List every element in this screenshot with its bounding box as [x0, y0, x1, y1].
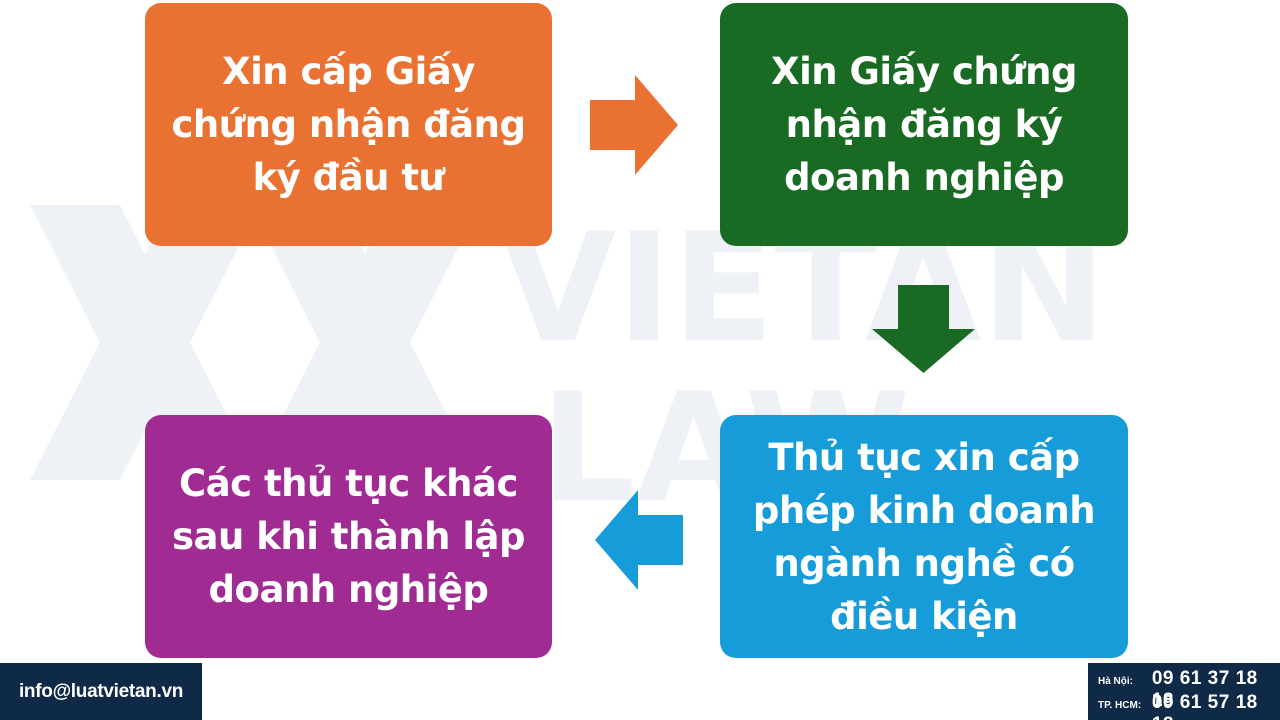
arrow-down-icon	[872, 285, 975, 373]
hotline-label: Hà Nội:	[1098, 676, 1133, 687]
step-3-line: điều kiện	[830, 594, 1018, 638]
step-box-post-establishment-procedures: Các thủ tục khác sau khi thành lập doanh…	[145, 415, 552, 658]
step-box-investment-certificate: Xin cấp Giấy chứng nhận đăng ký đầu tư	[145, 3, 552, 246]
step-3-line: phép kinh doanh	[752, 488, 1096, 532]
step-4-line: doanh nghiệp	[208, 568, 489, 611]
step-1-line: Xin cấp Giấy	[222, 50, 475, 93]
step-3-line: Thủ tục xin cấp	[768, 435, 1080, 479]
step-4-line: Các thủ tục khác	[179, 462, 518, 505]
step-1-line: ký đầu tư	[252, 156, 445, 199]
contact-email[interactable]: info@luatvietan.vn	[18, 680, 184, 702]
hotline-number[interactable]: 09 61 37 18 18	[1151, 668, 1258, 711]
step-4-line: sau khi thành lập	[172, 515, 525, 558]
contact-email-banner: info@luatvietan.vn	[0, 663, 202, 720]
step-2-line: doanh nghiệp	[784, 156, 1064, 199]
step-box-conditional-business-license: Thủ tục xin cấp phép kinh doanh ngành ng…	[720, 415, 1128, 658]
hotline-number[interactable]: 09 61 57 18 18	[1151, 692, 1258, 720]
step-3-line: ngành nghề có	[773, 541, 1075, 585]
hotline-label: TP. HCM:	[1098, 700, 1142, 711]
hotline-banner: Hà Nội: 09 61 37 18 18 TP. HCM: 09 61 57…	[1088, 663, 1280, 720]
step-box-business-registration: Xin Giấy chứng nhận đăng ký doanh nghiệp	[720, 3, 1128, 246]
hotline-hanoi: Hà Nội: 09 61 37 18 18	[1098, 668, 1276, 711]
step-1-line: chứng nhận đăng	[171, 103, 526, 146]
arrow-left-icon	[595, 490, 683, 590]
hotline-hcm: TP. HCM: 09 61 57 18 18	[1098, 692, 1276, 720]
step-2-line: nhận đăng ký	[785, 103, 1063, 146]
step-2-line: Xin Giấy chứng	[771, 50, 1077, 93]
arrow-right-icon	[590, 75, 678, 175]
